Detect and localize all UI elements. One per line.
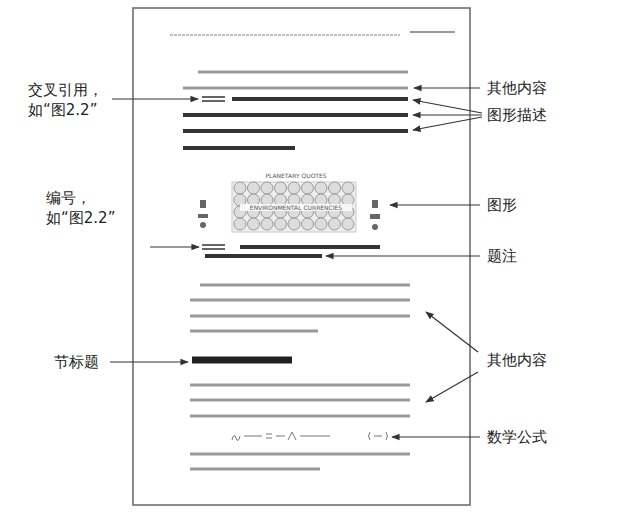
callout-label: 图形	[487, 195, 517, 215]
figure-title: PLANETARY QUOTES	[240, 172, 352, 179]
callout-label: 题注	[487, 246, 517, 266]
callout-label: 编号，如“图2.2”	[46, 188, 126, 228]
figure-banner: ENVIRONMENTAL CURRENCIES	[240, 204, 352, 211]
callout-label: 其他内容	[487, 78, 547, 98]
callout-label: 节标题	[54, 352, 99, 372]
callout-label: 交叉引用，如“图2.2”	[28, 80, 112, 120]
callout-label: 其他内容	[487, 350, 547, 370]
callout-label: 图形描述	[487, 105, 547, 125]
callout-label: 数学公式	[487, 427, 547, 447]
